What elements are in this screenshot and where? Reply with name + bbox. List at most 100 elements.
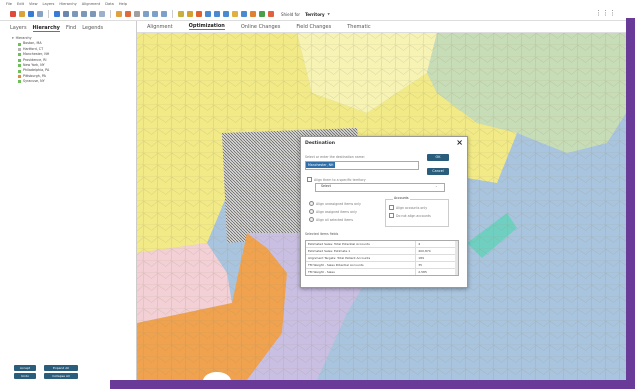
apps-grid-icon[interactable]: ⋮⋮⋮: [595, 9, 616, 17]
close-icon[interactable]: ×: [456, 138, 463, 147]
destination-select[interactable]: [305, 161, 419, 170]
field-value: 2,585: [415, 269, 458, 275]
menu-item-edit[interactable]: Edit: [17, 1, 24, 6]
checkbox[interactable]: [389, 213, 394, 218]
tree-item[interactable]: Hartford, CT: [12, 47, 136, 52]
refresh-icon[interactable]: [259, 11, 265, 17]
destination-selected-value: Manchester, NH: [306, 162, 336, 168]
pencil-icon[interactable]: [187, 11, 193, 17]
tree-item-label: Philadelphia, PA: [23, 68, 50, 73]
align-specific-option[interactable]: Align them to a specific territory: [307, 177, 366, 182]
grid-icon[interactable]: [63, 11, 69, 17]
tab-hierarchy[interactable]: Hierarchy: [32, 25, 60, 32]
radio-all[interactable]: Align all selected items: [309, 217, 353, 222]
destination-prompt: Select or enter the destination name:: [305, 155, 365, 159]
undo-icon[interactable]: [143, 11, 149, 17]
field-name: TM Weight - Sales Potential Accounts: [308, 263, 364, 267]
checkbox[interactable]: [389, 205, 394, 210]
color-swatch: [18, 80, 21, 84]
text-icon[interactable]: [134, 11, 140, 17]
tree-item[interactable]: Providence, RI: [12, 58, 136, 63]
menu-item-view[interactable]: View: [28, 1, 38, 6]
tab-legends[interactable]: Legends: [82, 25, 104, 31]
radio-icon[interactable]: [309, 217, 314, 222]
accept-button[interactable]: Accept: [14, 365, 36, 371]
checkbox[interactable]: [307, 177, 312, 182]
grid-scrollbar[interactable]: [455, 241, 458, 275]
tab-find[interactable]: Find: [65, 25, 77, 31]
tree-item[interactable]: Boston, MA: [12, 41, 136, 46]
destination-dialog: Destination × Select or enter the destin…: [300, 136, 468, 288]
collapse-all-button[interactable]: Collapse All: [44, 373, 78, 379]
accounts-option[interactable]: Align accounts only: [389, 205, 427, 210]
map-canvas[interactable]: [137, 33, 626, 380]
report-icon[interactable]: [223, 11, 229, 17]
expand-all-button[interactable]: Expand All: [44, 365, 78, 371]
menu-item-alignment[interactable]: Alignment: [81, 1, 101, 6]
tab-field-changes[interactable]: Field Changes: [296, 23, 332, 30]
territory-dropdown[interactable]: [315, 183, 445, 192]
field-name: Alignment Targets: Total Patient Account…: [308, 256, 371, 260]
radio-icon[interactable]: [309, 201, 314, 206]
pointer-tool-icon[interactable]: [10, 11, 16, 17]
territory-map[interactable]: [137, 33, 626, 380]
radio-assigned[interactable]: Align assigned items only: [309, 209, 357, 214]
label-icon[interactable]: [178, 11, 184, 17]
accounts-option-label: Do not align accounts: [396, 213, 431, 218]
zoom-in-icon[interactable]: [72, 11, 78, 17]
tab-thematic[interactable]: Thematic: [347, 23, 371, 30]
chart-icon[interactable]: [214, 11, 220, 17]
ok-button[interactable]: OK: [427, 154, 449, 161]
zoom-out-icon[interactable]: [81, 11, 87, 17]
select-tool-icon[interactable]: [116, 11, 122, 17]
balance-icon[interactable]: [268, 11, 274, 17]
tree-item[interactable]: Manchester, NH: [12, 52, 136, 57]
fields-grid[interactable]: Estimated Sales: Total Potential Account…: [305, 240, 459, 276]
open-folder-icon[interactable]: [19, 11, 25, 17]
flag-icon[interactable]: [196, 11, 202, 17]
tab-online-changes[interactable]: Online Changes: [240, 23, 281, 30]
cancel-button[interactable]: Cancel: [427, 168, 449, 175]
menu-item-file[interactable]: File: [6, 1, 13, 6]
layers-icon[interactable]: [54, 11, 60, 17]
undo-button[interactable]: Undo: [14, 373, 36, 379]
chevron-down-icon[interactable]: ▼: [327, 12, 330, 16]
grid-title: Selected items fields: [305, 232, 338, 236]
tools-icon[interactable]: [250, 11, 256, 17]
tab-optimization[interactable]: Optimization: [188, 23, 225, 30]
radio-icon[interactable]: [309, 209, 314, 214]
tree-root[interactable]: ▾ Hierarchy: [12, 36, 136, 41]
tree-item[interactable]: New York, NY: [12, 63, 136, 68]
menu-item-help[interactable]: Help: [118, 1, 128, 6]
color-swatch: [18, 75, 21, 79]
lasso-icon[interactable]: [125, 11, 131, 17]
tab-layers[interactable]: Layers: [10, 25, 27, 31]
table-row[interactable]: Estimated Sales: Total Potential Account…: [306, 241, 458, 248]
save-icon[interactable]: [28, 11, 34, 17]
menu-item-layers[interactable]: Layers: [42, 1, 55, 6]
filter-icon[interactable]: [241, 11, 247, 17]
radio-unassigned[interactable]: Align unassigned items only: [309, 201, 361, 206]
accounts-option[interactable]: Do not align accounts: [389, 213, 431, 218]
tree-item[interactable]: Pittsburgh, PA: [12, 74, 136, 79]
redo-icon[interactable]: [152, 11, 158, 17]
optimize-icon[interactable]: [232, 11, 238, 17]
tree-item[interactable]: Philadelphia, PA: [12, 68, 136, 73]
field-name: Estimated Sales: Estimate 1: [308, 249, 351, 253]
tab-alignment[interactable]: Alignment: [147, 23, 173, 30]
table-row[interactable]: Alignment Targets: Total Patient Account…: [306, 255, 458, 262]
table-icon[interactable]: [205, 11, 211, 17]
shield-for-select[interactable]: Territory: [305, 11, 325, 17]
menu-item-hierarchy[interactable]: Hierarchy: [59, 1, 77, 6]
shape-icon[interactable]: [161, 11, 167, 17]
full-extent-icon[interactable]: [99, 11, 105, 17]
pan-icon[interactable]: [90, 11, 96, 17]
collapse-icon[interactable]: ▾: [12, 36, 14, 40]
tree-item[interactable]: Syracuse, NY: [12, 79, 136, 84]
chevron-down-icon[interactable]: ⌄: [435, 184, 438, 188]
print-icon[interactable]: [37, 11, 43, 17]
menu-item-data[interactable]: Data: [105, 1, 114, 6]
